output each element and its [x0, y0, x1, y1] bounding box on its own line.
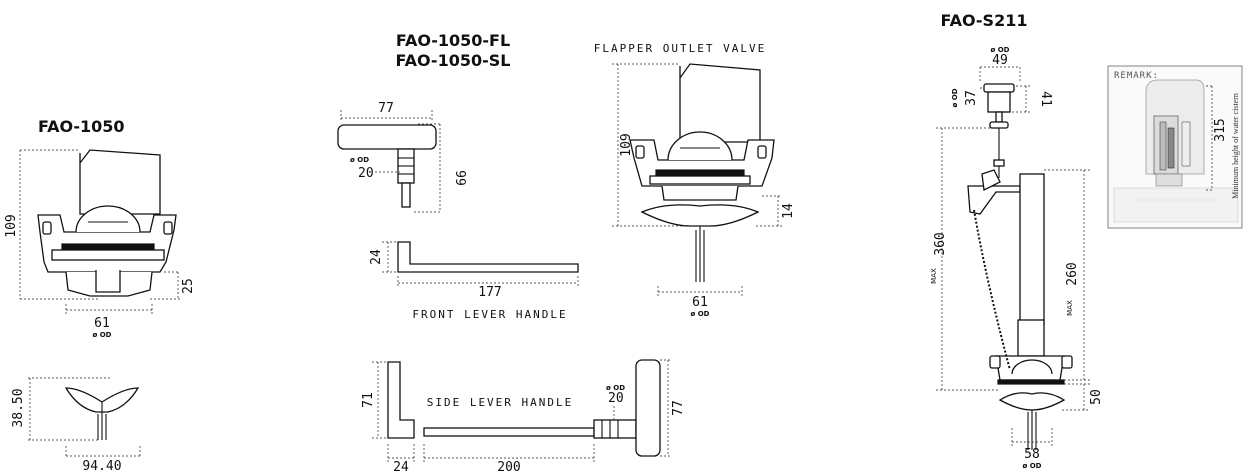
- fao-s211-remark-label: REMARK:: [1114, 71, 1159, 81]
- fao-s211-max-tube-dim: 260: [1065, 262, 1080, 285]
- side-lever-arm-width-dim: 24: [393, 460, 409, 474]
- fao-1050-fl-sl-group: FAO-1050-FL FAO-1050-SL 77 ø OD 20 99 24…: [337, 31, 686, 474]
- fao-s211-button-height-dim: 41: [1038, 91, 1053, 107]
- fao-s211-flange-dim: 50: [1089, 389, 1104, 405]
- front-lever-drawing: [337, 124, 579, 273]
- fao-1050-od-label: ø OD: [92, 331, 111, 339]
- fao-1050-fl-title: FAO-1050-FL: [396, 31, 510, 50]
- fao-s211-stem-od-dim: 37: [964, 90, 979, 106]
- fao-s211-max-total-label: MAX: [930, 268, 938, 284]
- fao-s211-group: FAO-S211 ø OD 49 ø OD 37 41: [930, 11, 1243, 470]
- front-lever-height-dim: 99: [452, 170, 467, 186]
- fao-1050-handle-width-dim: 94.40: [82, 459, 121, 474]
- side-lever-od-label: ø OD: [606, 384, 625, 392]
- fao-s211-outlet-dim: 58: [1024, 447, 1040, 462]
- side-lever-od-value: 20: [608, 391, 624, 406]
- fao-1050-sl-title: FAO-1050-SL: [396, 51, 511, 70]
- flapper-valve-outlet-dim: 61: [692, 295, 708, 310]
- fao-s211-remark-cistern-illustration: [1113, 79, 1239, 223]
- side-lever-arm-length-dim: 200: [497, 460, 520, 474]
- flapper-valve-drawing: [629, 63, 775, 282]
- flapper-valve-flange-dim: 14: [781, 203, 796, 219]
- fao-s211-stem-od-label: ø OD: [951, 88, 959, 107]
- fao-1050-valve-drawing: [37, 149, 177, 297]
- fao-s211-remark-note: Minimum height of water cistern: [1231, 93, 1240, 199]
- flapper-valve-height-dim: 109: [619, 133, 634, 156]
- fao-s211-title: FAO-S211: [941, 11, 1028, 30]
- front-lever-arm-height-dim: 24: [369, 249, 384, 265]
- fao-s211-drawing: [967, 83, 1073, 450]
- side-lever-height-dim: 71: [361, 392, 376, 408]
- front-lever-caption: FRONT LEVER HANDLE: [412, 308, 567, 321]
- front-lever-arm-length-dim: 177: [478, 285, 501, 300]
- flapper-valve-group: FLAPPER OUTLET VALVE 109 14 61 ø OD: [594, 42, 796, 318]
- fao-s211-top-od-dim: 49: [992, 53, 1008, 68]
- fao-s211-top-od-label: ø OD: [990, 46, 1009, 54]
- fao-1050-group: FAO-1050 109 25 61 ø OD: [4, 117, 196, 474]
- fao-1050-title: FAO-1050: [38, 117, 125, 136]
- fao-1050-height-dim: 109: [4, 214, 19, 237]
- front-lever-od-label: ø OD: [350, 156, 369, 164]
- fao-s211-max-total-dim: 360: [933, 232, 948, 255]
- flapper-valve-caption: FLAPPER OUTLET VALVE: [594, 42, 766, 55]
- fao-s211-remark-height-dim: 315: [1213, 118, 1228, 141]
- fao-1050-handle-height-dim: 38.50: [11, 388, 26, 427]
- side-lever-plate-height-dim: 77: [671, 400, 686, 416]
- fao-s211-max-tube-label: MAX: [1066, 300, 1074, 316]
- fao-s211-remark-box: REMARK: 315 Minimum height of water cist…: [1107, 65, 1243, 229]
- fao-1050-flange-dim: 25: [181, 278, 196, 294]
- flapper-valve-od-label: ø OD: [690, 310, 709, 318]
- fao-s211-outlet-od-label: ø OD: [1022, 462, 1041, 470]
- side-lever-caption: SIDE LEVER HANDLE: [427, 396, 574, 409]
- front-lever-width-dim: 77: [378, 101, 394, 116]
- fao-1050-outlet-dim: 61: [94, 316, 110, 331]
- front-lever-od-value: 20: [358, 166, 374, 181]
- side-lever-drawing: [387, 359, 661, 457]
- fao-1050-handle-drawing: [64, 387, 140, 440]
